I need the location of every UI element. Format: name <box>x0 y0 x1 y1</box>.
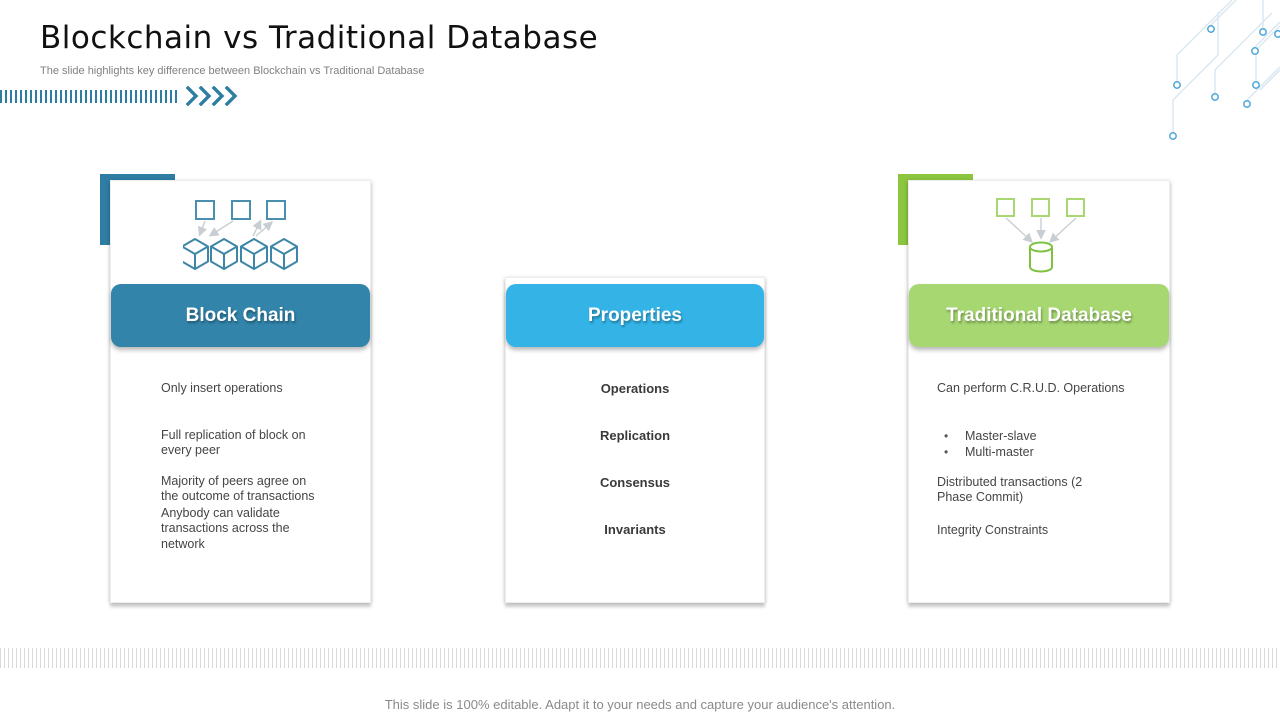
traditional-card-body: Can perform C.R.U.D. Operations Master-s… <box>937 381 1147 538</box>
property-label: Consensus <box>599 475 671 490</box>
page-subtitle: The slide highlights key difference betw… <box>40 65 425 77</box>
ticker-strip-top <box>0 90 178 103</box>
properties-card: Properties Operations Replication Consen… <box>505 277 765 603</box>
blockchain-card-title: Block Chain <box>185 304 296 326</box>
card-body-text: Full replication of block on every peer <box>161 427 306 458</box>
card-body-text: Can perform C.R.U.D. Operations <box>937 381 1125 395</box>
bullet-item: Multi-master <box>937 444 1147 460</box>
properties-card-header: Properties <box>506 284 764 347</box>
footer-note: This slide is 100% editable. Adapt it to… <box>384 697 896 712</box>
bullet-list: Master-slave Multi-master <box>937 428 1147 460</box>
card-body-text: Integrity Constraints <box>937 522 1049 537</box>
property-label: Operations <box>600 381 670 396</box>
ticker-strip-bottom <box>0 648 1280 668</box>
property-label: Invariants <box>604 522 666 537</box>
property-label: Replication <box>599 428 671 443</box>
properties-card-title: Properties <box>588 304 682 326</box>
traditional-card-header: Traditional Database <box>909 284 1169 347</box>
card-body-text: Majority of peers agree on the outcome o… <box>161 473 315 504</box>
card-body-text: Anybody can validate transactions across… <box>161 505 290 551</box>
card-body-text: Distributed transactions (2 Phase Commit… <box>937 474 1083 505</box>
properties-card-body: Operations Replication Consensus Invaria… <box>506 381 764 569</box>
page-title: Blockchain vs Traditional Database <box>40 20 599 56</box>
blockchain-card: Block Chain Only insert operations Full … <box>110 180 371 603</box>
card-body-text: Only insert operations <box>161 381 283 395</box>
chevrons-right-icon <box>186 86 238 106</box>
blockchain-card-body: Only insert operations Full replication … <box>161 381 339 552</box>
traditional-card-title: Traditional Database <box>946 304 1132 326</box>
blockchain-cubes-icon <box>183 200 298 270</box>
database-cylinder-icon <box>996 198 1085 273</box>
blockchain-card-header: Block Chain <box>111 284 370 347</box>
bullet-item: Master-slave <box>937 428 1147 444</box>
traditional-card: Traditional Database Can perform C.R.U.D… <box>908 180 1170 603</box>
circuit-board-icon <box>1169 0 1280 140</box>
